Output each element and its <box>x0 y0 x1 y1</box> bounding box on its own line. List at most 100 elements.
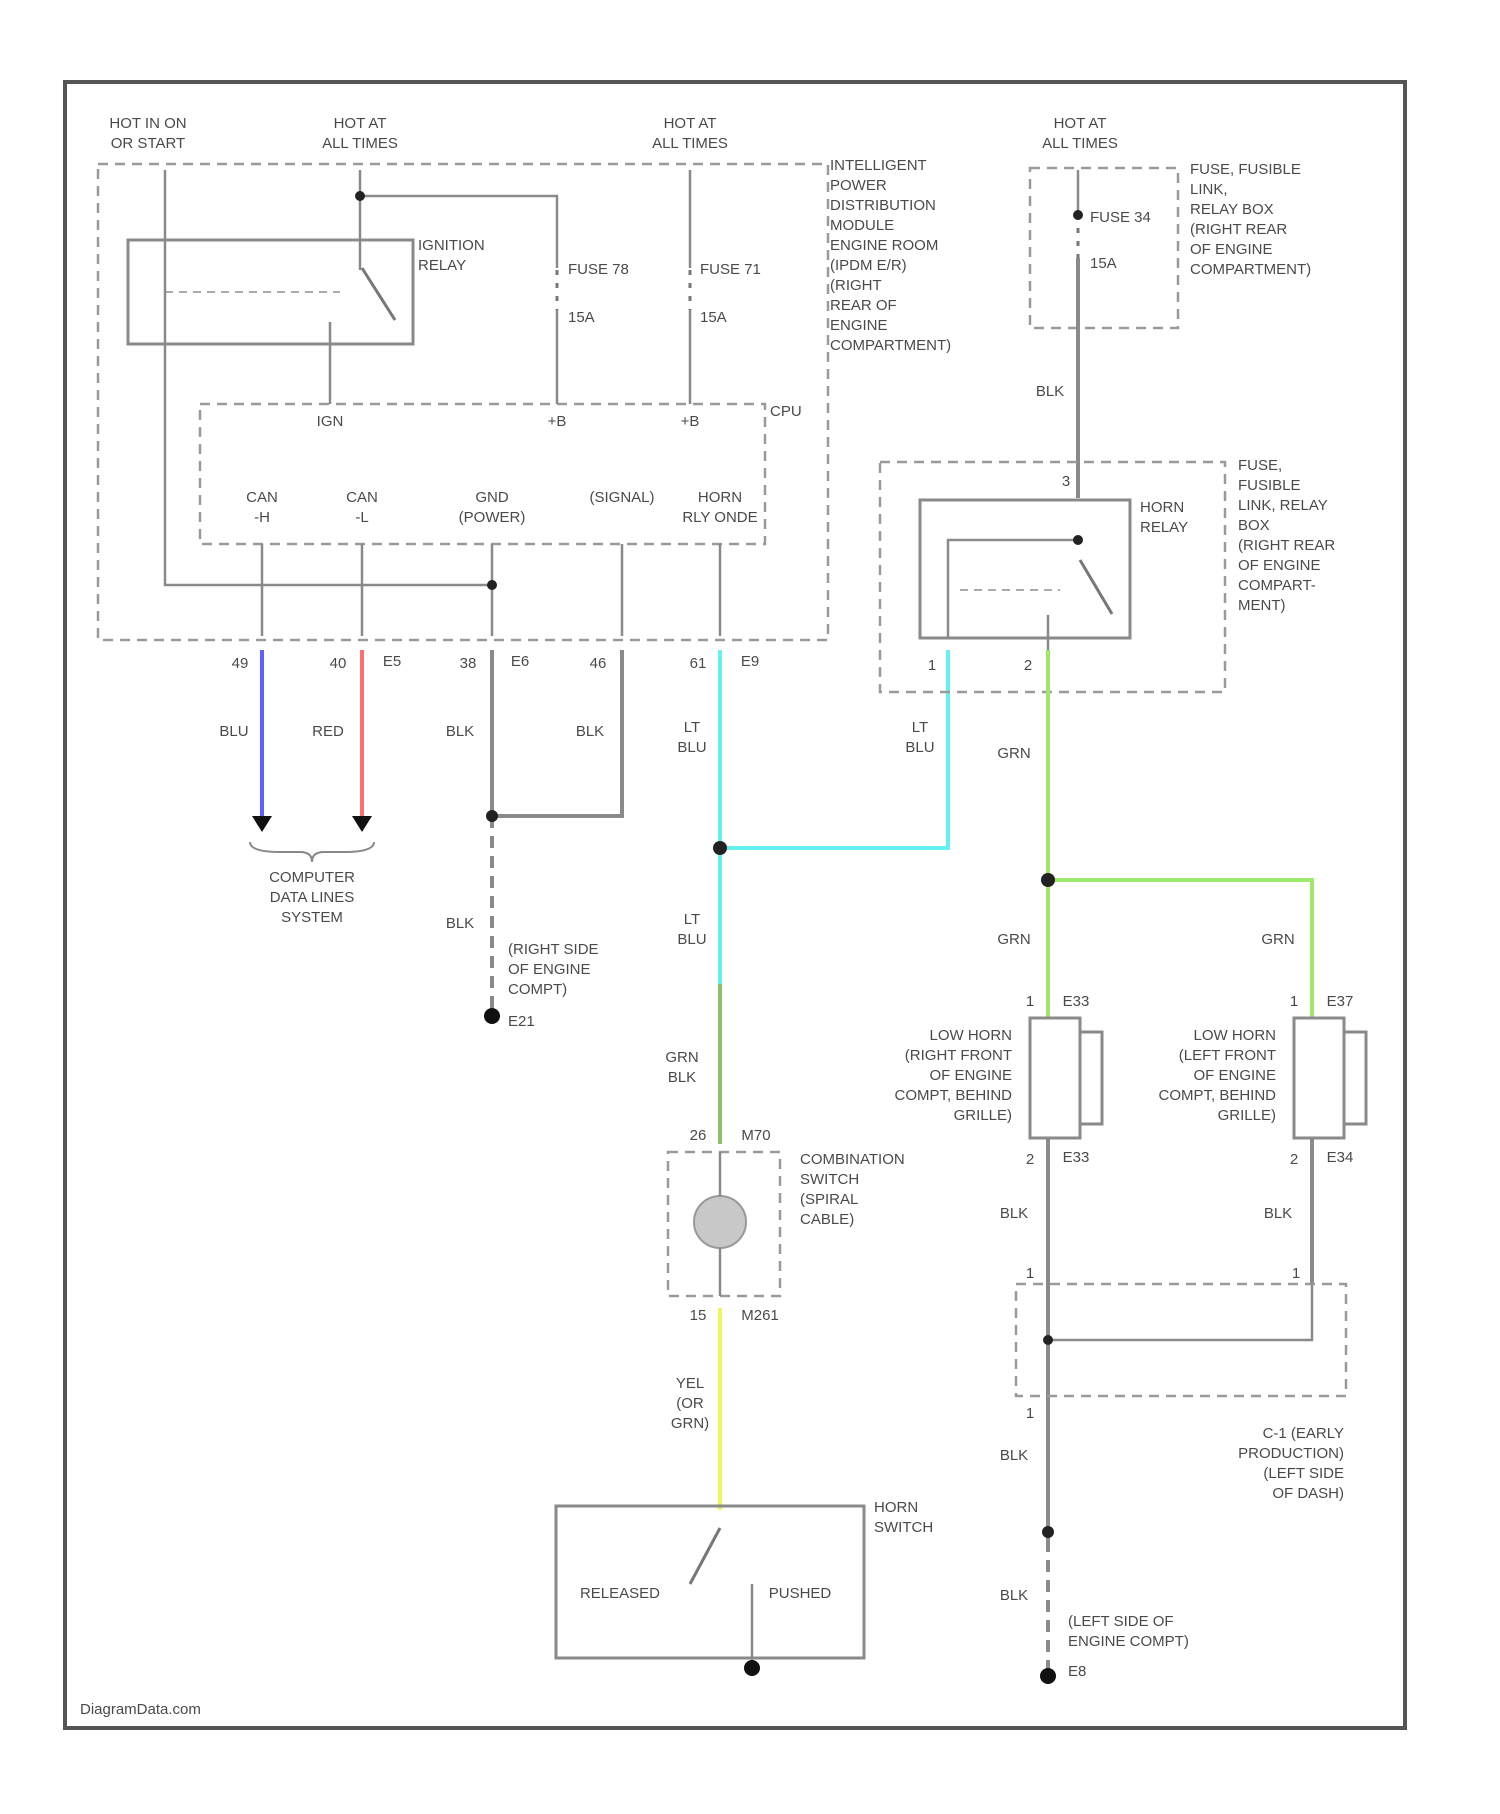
horn-relay-contact <box>1080 560 1112 614</box>
fuse-box-enclosure <box>1030 168 1178 328</box>
ground-e21-location-label: (RIGHT SIDEOF ENGINECOMPT) <box>508 941 599 998</box>
horn-switch-contact <box>690 1528 720 1584</box>
plus-b-label: +B <box>681 413 700 430</box>
wire-grn-blk-label: GRNBLK <box>665 1049 698 1086</box>
combo-conn-m261-label: M261 <box>741 1307 779 1324</box>
ground-e8-id-label: E8 <box>1068 1663 1086 1680</box>
junction-dot <box>1042 1526 1054 1538</box>
horn-switch-pushed-label: PUSHED <box>769 1585 832 1602</box>
ign-label: IGN <box>317 413 344 430</box>
junction-dot <box>1073 210 1083 220</box>
horn-switch-released-label: RELEASED <box>580 1585 660 1602</box>
conn-e5-label: E5 <box>383 653 401 670</box>
horn-switch-box <box>556 1506 864 1658</box>
horn-relay-box <box>920 500 1130 638</box>
ground-e21-icon <box>484 1008 500 1024</box>
can-l-arrow-icon <box>352 816 372 832</box>
pin-40-label: 40 <box>330 655 347 672</box>
fuse-71-amp-label: 15A <box>700 309 727 326</box>
horn-relay-pin-1-label: 1 <box>928 657 936 674</box>
junction-dot <box>486 810 498 822</box>
fuse-34-label: FUSE 34 <box>1090 209 1151 226</box>
junction-dot <box>1043 1335 1053 1345</box>
low-horn-rh-label: LOW HORN(RIGHT FRONTOF ENGINECOMPT, BEHI… <box>894 1027 1012 1124</box>
joint-pin-label: 1 <box>1026 1265 1034 1282</box>
pin-46-label: 46 <box>590 655 607 672</box>
pin-49-label: 49 <box>232 655 249 672</box>
low-horn-rh-bell <box>1080 1032 1102 1124</box>
can-h-arrow-icon <box>252 816 272 832</box>
low-horn-rh-pin-2-label: 2 <box>1026 1151 1034 1168</box>
spiral-cable-icon <box>694 1196 746 1248</box>
fuse-71-label: FUSE 71 <box>700 261 761 278</box>
junction-dot <box>1073 535 1083 545</box>
ignition-relay-contact <box>362 268 395 320</box>
joint-bus <box>1048 1284 1312 1340</box>
joint-pin-label: 1 <box>1026 1405 1034 1422</box>
gnd-power-label: GND(POWER) <box>459 489 526 526</box>
wire-blk-label: BLK <box>1000 1447 1028 1464</box>
watermark-label: DiagramData.com <box>80 1701 201 1718</box>
fuse-34-amp-label: 15A <box>1090 255 1117 272</box>
pin-61-label: 61 <box>690 655 707 672</box>
plus-b-label: +B <box>548 413 567 430</box>
combo-pin-15-label: 15 <box>690 1307 707 1324</box>
ipdm-enclosure <box>98 164 828 640</box>
ign-feed-wire <box>165 170 492 585</box>
ground-e21-id-label: E21 <box>508 1013 535 1030</box>
pin-38-label: 38 <box>460 655 477 672</box>
wire-grn-label: GRN <box>1261 931 1294 948</box>
low-horn-rh-conn-label: E33 <box>1063 1149 1090 1166</box>
wire-blk-label: BLK <box>446 915 474 932</box>
fuse-78-label: FUSE 78 <box>568 261 629 278</box>
junction-dot <box>355 191 365 201</box>
low-horn-lh-conn-label: E37 <box>1327 993 1354 1010</box>
horn-switch-ground-icon <box>744 1660 760 1676</box>
combo-conn-m70-label: M70 <box>741 1127 770 1144</box>
low-horn-lh-conn-label: E34 <box>1327 1149 1354 1166</box>
low-horn-lh-pin-1-label: 1 <box>1290 993 1298 1010</box>
wire-grn-label: GRN <box>997 745 1030 762</box>
low-horn-lh-body <box>1294 1018 1344 1138</box>
hot-in-on-start-label: HOT IN ONOR START <box>109 115 186 152</box>
junction-dot <box>713 841 727 855</box>
horn-relay-pin-2-label: 2 <box>1024 657 1032 674</box>
wire-red-label: RED <box>312 723 344 740</box>
wire-blk-label: BLK <box>576 723 604 740</box>
gnd-signal-label: (SIGNAL) <box>589 489 654 506</box>
junction-dot <box>487 580 497 590</box>
wire-lt-blu-label: LTBLU <box>677 911 706 948</box>
low-horn-rh-pin-1-label: 1 <box>1026 993 1034 1010</box>
wire-grn-label: GRN <box>997 931 1030 948</box>
wire-blk-label: BLK <box>446 723 474 740</box>
diagram-border <box>65 82 1405 1728</box>
low-horn-lh-pin-2-label: 2 <box>1290 1151 1298 1168</box>
wire-blk-label: BLK <box>1000 1587 1028 1604</box>
low-horn-rh-conn-label: E33 <box>1063 993 1090 1010</box>
fuse-78-amp-label: 15A <box>568 309 595 326</box>
junction-dot <box>1041 873 1055 887</box>
wire-blu-label: BLU <box>219 723 248 740</box>
ignition-relay-label: IGNITIONRELAY <box>418 237 485 274</box>
ground-e8-icon <box>1040 1668 1056 1684</box>
conn-e6-label: E6 <box>511 653 529 670</box>
can-h-label: CAN-H <box>246 489 278 526</box>
wire-blk-label: BLK <box>1000 1205 1028 1222</box>
